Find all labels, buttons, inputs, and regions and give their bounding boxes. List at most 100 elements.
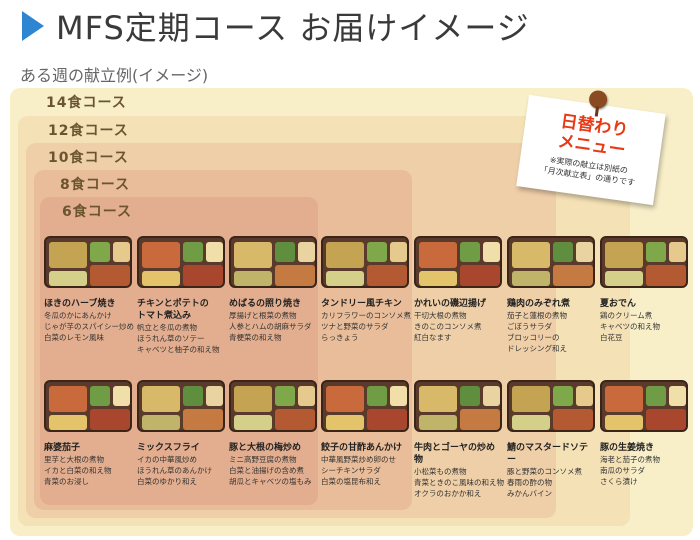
meal-item: 餃子の甘酢あんかけ中華風野菜炒め卵のせシーチキンサラダ白菜の塩昆布和え xyxy=(321,380,409,487)
dish-compartment xyxy=(142,386,180,412)
side-dish: 冬瓜のかにあんかけ xyxy=(44,311,112,320)
meal-name: 麻婆茄子 xyxy=(44,443,81,453)
dish-compartment xyxy=(419,271,457,286)
meal-item: チキンとポテトの トマト煮込み帆立と冬瓜の煮物ほうれん草のソテーキャベツと柚子の… xyxy=(137,236,225,355)
course-label-14: 14食コース xyxy=(46,95,127,111)
side-dish: 帆立と冬瓜の煮物 xyxy=(137,323,197,332)
dish-compartment xyxy=(576,386,593,406)
side-dish: ブロッコリーの xyxy=(507,333,560,342)
side-dish: 中華風野菜炒め卵のせ xyxy=(321,455,396,464)
dish-compartment xyxy=(512,386,550,412)
meal-name: ほきのハーブ焼き xyxy=(44,299,116,309)
side-dish: 海老と茄子の煮物 xyxy=(600,455,660,464)
dish-compartment xyxy=(483,242,500,262)
dish-compartment xyxy=(326,386,364,412)
meal-item: 鶏肉のみぞれ煮茄子と蓮根の煮物ごぼうサラダブロッコリーのドレッシング和え xyxy=(507,236,595,354)
side-dish: らっきょう xyxy=(321,333,359,342)
dish-compartment xyxy=(113,386,130,406)
side-dish: オクラのおかか和え xyxy=(414,489,482,498)
dish-compartment xyxy=(90,242,110,262)
dish-compartment xyxy=(419,415,457,430)
meal-item: 豚の生姜焼き海老と茄子の煮物南瓜のサラダさくら漬け xyxy=(600,380,688,487)
dish-compartment xyxy=(646,409,686,430)
meal-tray-image xyxy=(44,380,132,432)
dish-compartment xyxy=(460,409,500,430)
meal-tray-image xyxy=(507,236,595,288)
side-dish: 青梗菜の和え物 xyxy=(229,333,282,342)
side-dish: 厚揚げと根菜の煮物 xyxy=(229,311,297,320)
dish-compartment xyxy=(298,242,315,262)
meal-name: ミックスフライ xyxy=(137,443,200,453)
dish-compartment xyxy=(234,386,272,412)
dish-compartment xyxy=(113,242,130,262)
meal-tray-image xyxy=(414,380,502,432)
dish-compartment xyxy=(49,415,87,430)
meal-tray-image xyxy=(137,236,225,288)
dish-compartment xyxy=(646,265,686,286)
dish-compartment xyxy=(390,242,407,262)
side-dish: 紅白なます xyxy=(414,333,452,342)
meal-tray-image xyxy=(229,236,317,288)
side-dish: ミニ高野豆腐の煮物 xyxy=(229,455,297,464)
dish-compartment xyxy=(419,242,457,268)
side-dish: 干切大根の煮物 xyxy=(414,311,467,320)
dish-compartment xyxy=(646,386,666,406)
side-dish: キャベツの和え物 xyxy=(600,322,660,331)
meal-name: タンドリー風チキン xyxy=(321,299,402,309)
side-dish: ほうれん草のソテー xyxy=(137,334,205,343)
side-dish: 豚と野菜のコンソメ煮 xyxy=(507,467,582,476)
side-dish: 胡瓜とキャベツの塩もみ xyxy=(229,477,312,486)
side-dish: みかんバイン xyxy=(507,489,552,498)
dish-compartment xyxy=(234,271,272,286)
dish-compartment xyxy=(234,415,272,430)
dish-compartment xyxy=(183,409,223,430)
side-dish: 青菜のお浸し xyxy=(44,477,89,486)
dish-compartment xyxy=(326,415,364,430)
meal-name: 牛肉とゴーヤの炒め物 xyxy=(414,443,496,465)
dish-compartment xyxy=(234,242,272,268)
dish-compartment xyxy=(183,386,203,406)
side-dish: 白花豆 xyxy=(600,333,623,342)
page-header: MFS定期コース お届けイメージ xyxy=(22,6,530,47)
dish-compartment xyxy=(460,265,500,286)
side-dish: イカの中華風炒め xyxy=(137,455,197,464)
dish-compartment xyxy=(206,386,223,406)
side-dish: 青菜ときのこ風味の和え物 xyxy=(414,478,504,487)
meal-name: めばるの照り焼き xyxy=(229,299,302,309)
meal-item: タンドリー風チキンカリフラワーのコンソメ煮ツナと野菜のサラダらっきょう xyxy=(321,236,411,343)
dish-compartment xyxy=(367,265,407,286)
dish-compartment xyxy=(553,386,573,406)
dish-compartment xyxy=(553,409,593,430)
dish-compartment xyxy=(605,242,643,268)
meal-tray-image xyxy=(600,380,688,432)
meal-tray-image xyxy=(507,380,595,432)
side-dish: ツナと野菜のサラダ xyxy=(321,322,389,331)
page-title: MFS定期コース お届けイメージ xyxy=(56,9,530,47)
dish-compartment xyxy=(512,415,550,430)
side-dish: ドレッシング和え xyxy=(507,344,567,353)
meal-name: 夏おでん xyxy=(600,299,637,309)
side-dish: さくら漬け xyxy=(600,477,638,486)
dish-compartment xyxy=(605,386,643,412)
course-label-12: 12食コース xyxy=(48,123,129,139)
dish-compartment xyxy=(142,242,180,268)
dish-compartment xyxy=(367,386,387,406)
side-dish: 南瓜のサラダ xyxy=(600,466,645,475)
dish-compartment xyxy=(49,271,87,286)
dish-compartment xyxy=(512,271,550,286)
side-dish: 白菜と油揚げの含め煮 xyxy=(229,466,304,475)
side-dish: 里芋と大根の煮物 xyxy=(44,455,104,464)
meal-name: 鯖のマスタードソテー xyxy=(507,443,589,465)
dish-compartment xyxy=(275,386,295,406)
dish-compartment xyxy=(669,386,686,406)
meal-tray-image xyxy=(321,380,409,432)
meal-item: 麻婆茄子里芋と大根の煮物イカと白菜の和え物青菜のお浸し xyxy=(44,380,132,487)
course-label-8: 8食コース xyxy=(60,177,131,193)
side-dish: イカと白菜の和え物 xyxy=(44,466,112,475)
dish-compartment xyxy=(206,242,223,262)
meal-item: 夏おでん鶏のクリーム煮キャベツの和え物白花豆 xyxy=(600,236,688,343)
dish-compartment xyxy=(298,386,315,406)
meal-name: 豚と大根の梅炒め xyxy=(229,443,302,453)
side-dish: 茄子と蓮根の煮物 xyxy=(507,311,567,320)
side-dish: 小松菜もの煮物 xyxy=(414,467,467,476)
